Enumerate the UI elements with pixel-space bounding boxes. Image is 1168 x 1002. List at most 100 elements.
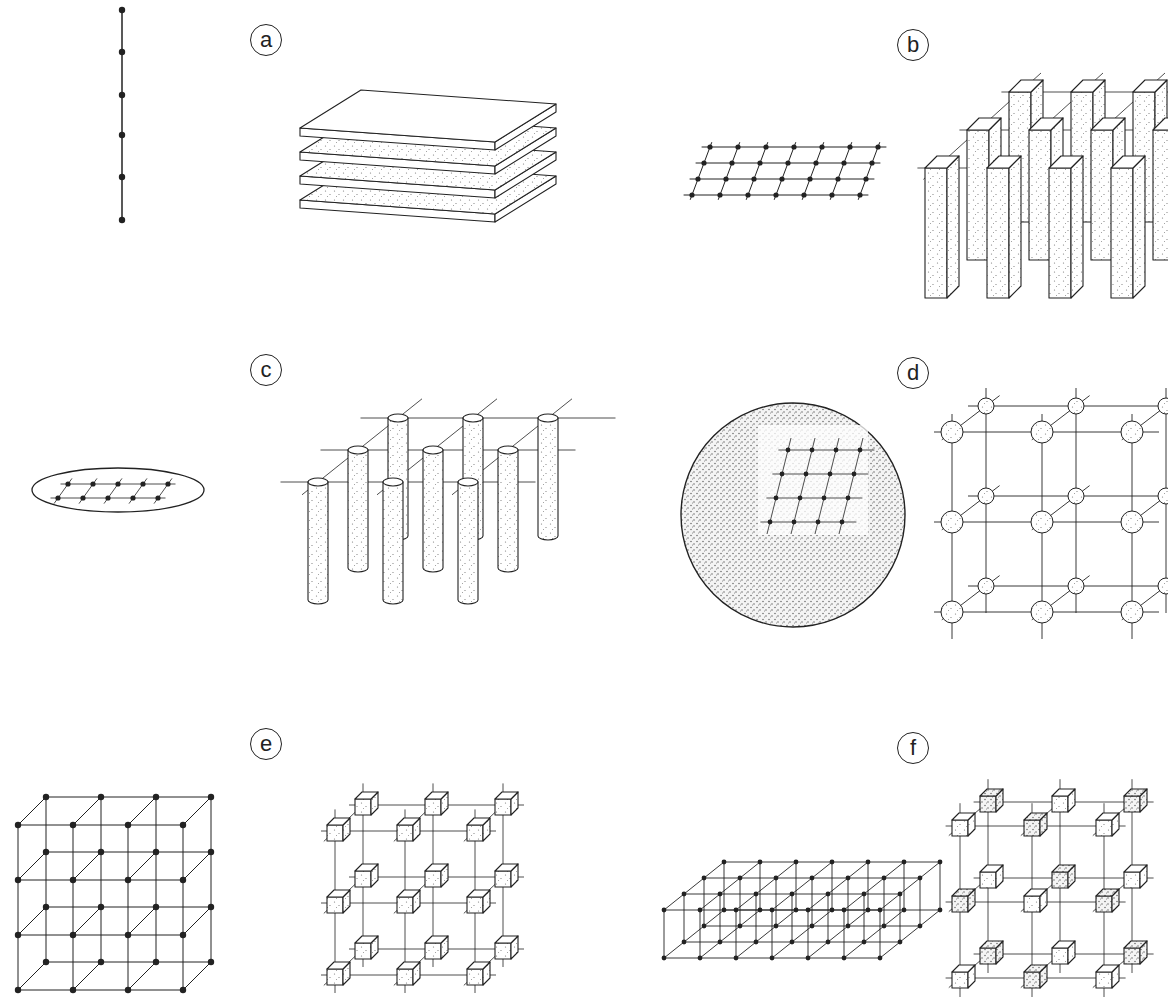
lattice-line bbox=[73, 852, 101, 880]
lattice-line bbox=[700, 862, 760, 910]
cube bbox=[425, 864, 448, 871]
sphere bbox=[1031, 421, 1053, 443]
lattice-line bbox=[808, 862, 868, 910]
lattice-dot bbox=[806, 908, 811, 913]
particle bbox=[681, 403, 905, 627]
square-pillar bbox=[1049, 156, 1083, 168]
lattice-dot bbox=[125, 822, 131, 828]
cube bbox=[355, 864, 378, 871]
lattice-dot bbox=[718, 892, 723, 897]
lattice-line bbox=[18, 797, 46, 825]
sphere bbox=[1031, 601, 1053, 623]
cube bbox=[327, 897, 343, 913]
grid-dot bbox=[785, 160, 790, 165]
lattice-line bbox=[394, 939, 444, 986]
lattice-dot bbox=[70, 987, 76, 993]
cube bbox=[425, 799, 441, 815]
grid-dot bbox=[701, 160, 706, 165]
lattice-dot bbox=[768, 520, 773, 525]
lattice-line bbox=[812, 878, 813, 926]
chain-dot bbox=[119, 174, 125, 180]
lattice-line bbox=[18, 825, 19, 990]
square-pillar bbox=[925, 168, 947, 298]
cylinder-top bbox=[388, 414, 408, 422]
cube bbox=[1124, 872, 1140, 888]
lattice-line bbox=[46, 797, 47, 962]
panel-letter: f bbox=[910, 737, 916, 759]
lattice-dot bbox=[208, 849, 214, 855]
lattice-dot bbox=[858, 448, 863, 453]
lattice-dot bbox=[794, 908, 799, 913]
cube bbox=[355, 936, 378, 943]
lattice-dot bbox=[774, 876, 779, 881]
lattice-line bbox=[772, 910, 773, 958]
lattice-dot bbox=[790, 940, 795, 945]
cube bbox=[980, 872, 996, 888]
cube bbox=[495, 864, 518, 871]
lattice-dot bbox=[682, 892, 687, 897]
cube bbox=[355, 943, 371, 959]
lattice-dot bbox=[918, 876, 923, 881]
grid-dot bbox=[65, 481, 70, 486]
lattice-dot bbox=[153, 849, 159, 855]
lattice-window bbox=[758, 425, 868, 535]
cube bbox=[952, 896, 968, 912]
cube bbox=[1024, 972, 1040, 988]
grid-dot bbox=[723, 176, 728, 181]
square-pillar bbox=[1029, 130, 1051, 260]
cylinder bbox=[423, 450, 443, 572]
lattice-line bbox=[156, 797, 157, 962]
cube bbox=[495, 871, 511, 887]
lattice-dot bbox=[208, 794, 214, 800]
lattice-dot bbox=[866, 860, 871, 865]
lattice-dot bbox=[208, 904, 214, 910]
lattice-line bbox=[324, 939, 374, 986]
lattice-dot bbox=[830, 908, 835, 913]
grid-line bbox=[746, 142, 768, 200]
cube bbox=[1052, 865, 1075, 872]
lattice-line bbox=[183, 797, 211, 825]
cube bbox=[467, 890, 490, 897]
lattice-dot bbox=[153, 904, 159, 910]
square-pillar bbox=[947, 156, 959, 298]
sphere bbox=[1031, 511, 1053, 533]
lattice-dot bbox=[70, 932, 76, 938]
grid-line bbox=[79, 478, 97, 503]
square-pillar bbox=[1071, 80, 1105, 92]
square-pillar bbox=[1153, 118, 1168, 130]
panel-label-circle: f bbox=[897, 732, 929, 764]
grid-line bbox=[104, 478, 122, 503]
lattice-line bbox=[128, 962, 156, 990]
cylinder bbox=[498, 450, 518, 572]
lattice-dot bbox=[898, 892, 903, 897]
lattice-dot bbox=[153, 959, 159, 965]
lattice-dot bbox=[180, 877, 186, 883]
square-pillar bbox=[1009, 80, 1043, 92]
lattice-line bbox=[18, 990, 183, 991]
square-pillar bbox=[1133, 80, 1167, 92]
lattice-line bbox=[1021, 792, 1071, 835]
cube bbox=[1052, 789, 1075, 796]
cube bbox=[1124, 941, 1147, 948]
chain-line bbox=[121, 10, 123, 220]
lattice-dot bbox=[738, 876, 743, 881]
lattice-line bbox=[73, 907, 101, 935]
lattice-line bbox=[949, 868, 999, 911]
lattice-dot bbox=[698, 908, 703, 913]
sphere bbox=[1158, 488, 1168, 504]
lattice-line bbox=[46, 962, 211, 963]
lattice-line bbox=[324, 867, 374, 914]
lattice-dot bbox=[98, 849, 104, 855]
cube bbox=[397, 825, 413, 841]
cylinder-top bbox=[423, 446, 443, 454]
sphere bbox=[1121, 421, 1143, 443]
lattice-line bbox=[664, 910, 724, 958]
panel-f-illustration bbox=[662, 779, 1154, 997]
cube bbox=[1096, 896, 1112, 912]
cylinder bbox=[538, 418, 558, 540]
cube bbox=[1052, 796, 1068, 812]
lattice-dot bbox=[98, 959, 104, 965]
lattice-dot bbox=[826, 940, 831, 945]
grid-line bbox=[718, 142, 740, 200]
lattice-line bbox=[808, 910, 868, 958]
